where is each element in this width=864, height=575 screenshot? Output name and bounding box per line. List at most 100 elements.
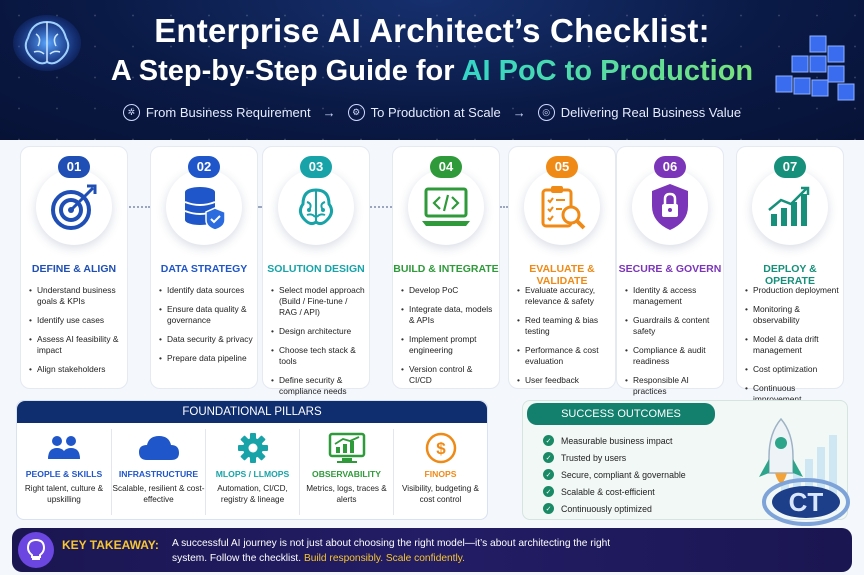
bullet-item: Guardrails & content safety [625, 315, 719, 337]
step-bullet-list: Production deployment Monitoring & obser… [745, 285, 839, 413]
bullet-item: Integrate data, models & APIs [401, 304, 495, 326]
pillar-desc: Right talent, culture & upskilling [24, 484, 104, 504]
bullet-item: Continuous improvement [745, 383, 839, 405]
outcome-item: ✓ Secure, compliant & governable [543, 466, 686, 483]
step-connector [258, 206, 262, 208]
bullet-item: Understand business goals & KPIs [29, 285, 123, 307]
bullet-item: Prepare data pipeline [159, 353, 253, 364]
pillar-mlops: MLOPS / LLMOPS Automation, CI/CD, regist… [205, 429, 299, 515]
laptop-code-icon [408, 169, 484, 245]
step-bullet-list: Identity & access management Guardrails … [625, 285, 719, 405]
page-title: Enterprise AI Architect’s Checklist: [154, 12, 710, 49]
takeaway-text: A successful AI journey is not just abou… [172, 536, 642, 566]
foundational-pillars-panel: FOUNDATIONAL PILLARS PEOPLE & SKILLS Rig… [16, 400, 488, 520]
outcomes-heading: SUCCESS OUTCOMES [527, 403, 715, 425]
takeaway-body: A successful AI journey is not just abou… [172, 538, 611, 564]
outcome-item: ✓ Continuously optimized [543, 500, 686, 517]
gear-icon: ⚙ [347, 104, 365, 121]
flow-row: ✲ From Business Requirement → ⚙ To Produ… [0, 104, 864, 121]
step-connector [500, 206, 508, 208]
step-card-solution-design: 03 SOLUTION DESIGN Select model approach… [262, 146, 370, 396]
bullet-item: Choose tech stack & tools [271, 345, 365, 367]
bullet-item: Production deployment [745, 285, 839, 296]
pillar-desc: Scalable, resilient & cost-effective [112, 484, 205, 504]
target-arrow-icon [36, 169, 112, 245]
step-bullet-list: Understand business goals & KPIs Identif… [29, 285, 123, 383]
step-title: DATA STRATEGY [160, 263, 248, 275]
step-card-deploy-operate: 07 DEPLOY & OPERATE Production deploymen… [736, 146, 844, 404]
step-bullet-list: Evaluate accuracy, relevance & safety Re… [517, 285, 611, 394]
step-title: DEPLOY & OPERATE [763, 263, 817, 287]
shield-lock-icon [632, 169, 708, 245]
flow-item-value: ◎ Delivering Real Business Value [537, 104, 741, 121]
bullet-item: User feedback [517, 375, 611, 386]
people-icon [17, 429, 111, 467]
bullet-item: Develop PoC [401, 285, 495, 296]
steps-section: 01 DEFINE & ALIGN Understand business go… [0, 140, 864, 404]
step-number-badge: 04 [430, 156, 462, 178]
step-title: EVALUATE & VALIDATE [529, 263, 595, 287]
flow-item-business: ✲ From Business Requirement [122, 104, 311, 121]
bullet-item: Assess AI feasibility & impact [29, 334, 123, 356]
pillar-people-skills: PEOPLE & SKILLS Right talent, culture & … [17, 429, 111, 515]
gear-network-icon: ✲ [122, 104, 140, 121]
growth-chart-icon [752, 169, 828, 245]
bullet-item: Identify use cases [29, 315, 123, 326]
bullet-item: Ensure data quality & governance [159, 304, 253, 326]
flow-label: To Production at Scale [370, 105, 501, 120]
bullet-item: Data security & privacy [159, 334, 253, 345]
pillar-finops: $ FINOPS Visibility, budgeting & cost co… [393, 429, 487, 515]
cubes-icon [775, 35, 855, 101]
target-icon: ◎ [537, 104, 555, 121]
dollar-coin-icon: $ [394, 429, 487, 467]
step-card-define-align: 01 DEFINE & ALIGN Understand business go… [20, 146, 128, 389]
step-title: SOLUTION DESIGN [267, 263, 365, 275]
outcome-text: Scalable & cost-efficient [561, 486, 655, 497]
page-subtitle: A Step-by-Step Guide for AI PoC to Produ… [0, 55, 864, 88]
outcome-text: Secure, compliant & governable [561, 469, 686, 480]
brain-circuit-icon [278, 169, 354, 245]
check-icon: ✓ [543, 469, 554, 480]
check-icon: ✓ [543, 486, 554, 497]
pillar-observability: OBSERVABILITY Metrics, logs, traces & al… [299, 429, 393, 515]
logo-text: CT [789, 487, 824, 517]
step-title: DEFINE & ALIGN [31, 263, 117, 275]
step-number-badge: 05 [546, 156, 578, 178]
bullet-item: Responsible AI practices [625, 375, 719, 397]
outcome-text: Trusted by users [561, 452, 627, 463]
bullet-item: Align stakeholders [29, 364, 123, 375]
pillar-title: PEOPLE & SKILLS [25, 469, 103, 479]
step-connector [370, 206, 392, 208]
step-number-badge: 06 [654, 156, 686, 178]
bullet-item: Evaluate accuracy, relevance & safety [517, 285, 611, 307]
outcome-item: ✓ Scalable & cost-efficient [543, 483, 686, 500]
cloud-icon [112, 429, 205, 467]
clipboard-magnifier-icon [524, 169, 600, 245]
gear-icon [206, 429, 299, 467]
outcome-text: Continuously optimized [561, 503, 652, 514]
step-bullet-list: Develop PoC Integrate data, models & API… [401, 285, 495, 394]
pillar-desc: Visibility, budgeting & cost control [401, 484, 480, 504]
outcomes-list: ✓Measurable business impact ✓Trusted by … [543, 432, 686, 517]
pillar-title: MLOPS / LLMOPS [215, 469, 290, 479]
step-number-badge: 02 [188, 156, 220, 178]
step-card-build-integrate: 04 BUILD & INTEGRATE Develop PoC Integra… [392, 146, 500, 389]
outcome-text: Measurable business impact [561, 435, 673, 446]
database-shield-icon [166, 169, 242, 245]
step-number-badge: 01 [58, 156, 90, 178]
step-card-evaluate-validate: 05 EVALUATE & VALIDATE Evaluate accuracy… [508, 146, 616, 389]
subtitle-prefix: A Step-by-Step Guide for [110, 55, 462, 87]
key-takeaway-banner: KEY TAKEAWAY: A successful AI journey is… [12, 528, 852, 572]
step-connector [126, 206, 150, 208]
check-icon: ✓ [543, 503, 554, 514]
pillar-desc: Metrics, logs, traces & alerts [306, 484, 387, 504]
ct-logo: CT [762, 478, 850, 526]
pillar-title: FINOPS [424, 469, 457, 479]
bullet-item: Select model approach (Build / Fine-tune… [271, 285, 365, 318]
flow-label: From Business Requirement [145, 105, 311, 120]
subtitle-highlight: AI PoC to Production [461, 55, 754, 87]
outcome-item: ✓Trusted by users [543, 449, 686, 466]
bullet-item: Identity & access management [625, 285, 719, 307]
step-card-secure-govern: 06 SECURE & GOVERN Identity & access man… [616, 146, 724, 396]
pillars-heading: FOUNDATIONAL PILLARS [17, 401, 487, 423]
